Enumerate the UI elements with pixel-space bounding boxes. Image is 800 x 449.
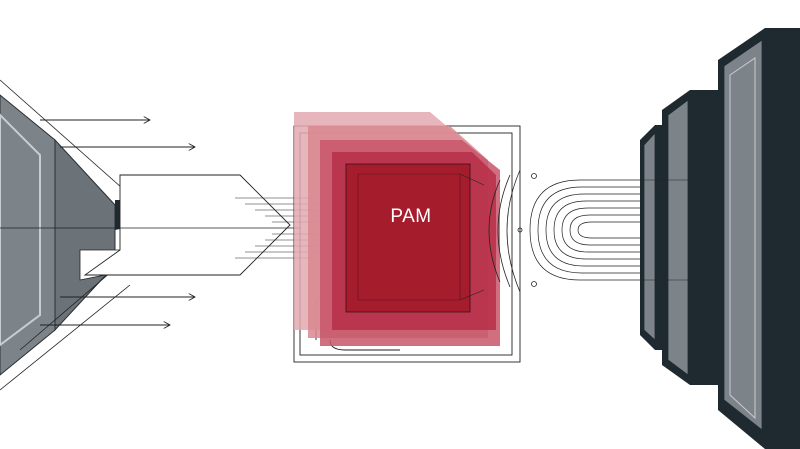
servers-icon bbox=[640, 28, 800, 449]
pointer-shape-icon bbox=[0, 174, 300, 276]
arrows-icon bbox=[40, 120, 195, 325]
server-link-lines-icon bbox=[640, 179, 690, 281]
pam-chip-layers bbox=[294, 112, 500, 346]
wave-arcs-icon bbox=[488, 169, 537, 293]
pam-label: PAM bbox=[390, 206, 432, 227]
loop-lines-icon bbox=[529, 179, 690, 281]
